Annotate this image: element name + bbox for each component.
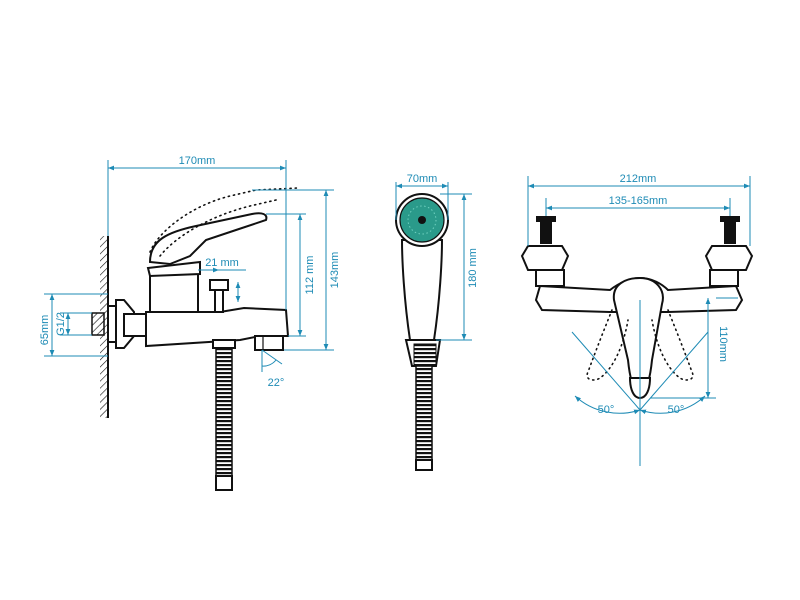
connector-nut (107, 305, 117, 343)
lever-right-position (651, 309, 694, 381)
lever-collar (146, 260, 201, 278)
dim-angle-right: 50° (668, 404, 685, 416)
diverter-stem (214, 289, 224, 313)
shower-hose (415, 365, 433, 465)
dim-212: 212mm (620, 173, 657, 185)
hose-nut (212, 339, 236, 349)
shower-hose-end (415, 459, 433, 471)
hose-end (215, 475, 233, 491)
dim-143: 143mm (329, 252, 341, 289)
dim-112: 112 mm (304, 256, 316, 295)
dim-70: 70mm (407, 173, 438, 185)
hand-shower-view: 70mm 180 mm (395, 173, 479, 471)
side-view: 170mm 21 mm 112 mm 143mm 65mm G1/2 22° (39, 155, 341, 491)
right-nut (704, 245, 754, 271)
lever-left-position (586, 309, 629, 381)
dim-170: 170mm (179, 155, 216, 167)
dim-angle-left: 50° (598, 404, 615, 416)
dim-21: 21 mm (205, 257, 239, 269)
dim-110: 110mm (717, 326, 729, 362)
lever-raised-outline (149, 187, 299, 253)
lever-base (149, 271, 199, 313)
shower-handle (400, 239, 444, 341)
right-connector-top (724, 220, 736, 244)
lever-handle (148, 212, 268, 266)
diverter-knob (209, 279, 229, 291)
hose (215, 347, 233, 477)
left-nut (520, 245, 570, 271)
front-view: 50° 50° 212mm 135-165mm 110mm (520, 173, 754, 466)
left-connector-top (540, 220, 552, 244)
dim-65: 65mm (39, 315, 51, 346)
dim-135-165: 135-165mm (609, 195, 668, 207)
holder-grip (413, 343, 437, 367)
flange-nut (123, 313, 147, 337)
dim-thread: G1/2 (55, 312, 67, 336)
dim-180: 180 mm (467, 248, 479, 288)
dim-angle-22: 22° (268, 377, 285, 389)
wall-connector (91, 312, 105, 336)
spout-tip (254, 335, 284, 351)
